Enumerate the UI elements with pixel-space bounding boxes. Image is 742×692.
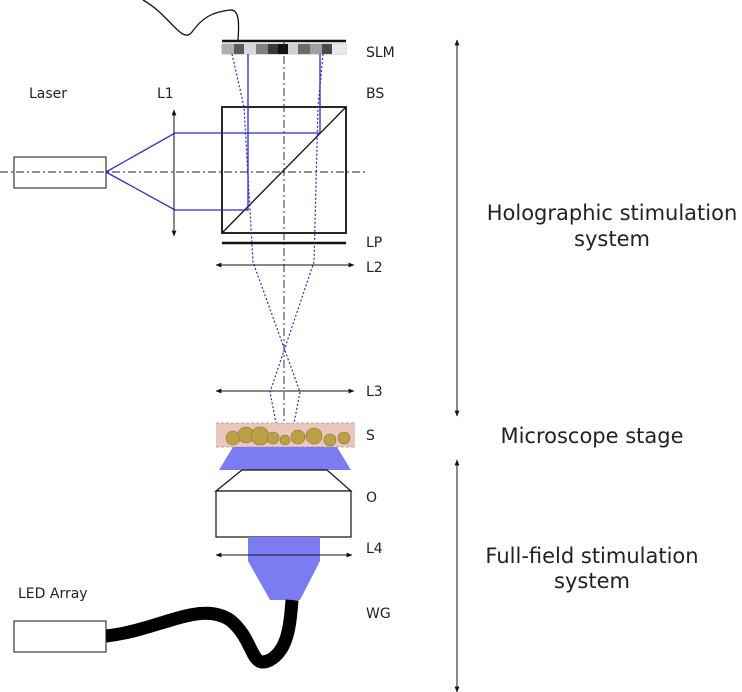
led-array — [13, 620, 107, 653]
modulated-beam — [231, 53, 324, 445]
waveguide-fiber — [105, 599, 299, 669]
slm-cable — [142, 0, 240, 41]
label-l1: L1 — [157, 86, 174, 102]
label-slm: SLM — [366, 45, 395, 61]
slm — [221, 39, 347, 55]
laser-beam — [105, 54, 321, 211]
label-bs: BS — [366, 86, 384, 102]
section-microscope: Microscope stage — [500, 424, 683, 448]
section-holographic-line1: Holographic stimulation — [487, 201, 738, 225]
label-l4: L4 — [366, 541, 383, 557]
label-l3: L3 — [366, 384, 383, 400]
label-lp: LP — [366, 235, 382, 251]
label-wg: WG — [366, 606, 391, 622]
objective — [214, 469, 353, 538]
section-holographic-line2: system — [574, 227, 650, 251]
section-fullfield-line2: system — [554, 569, 630, 593]
led-light-lower — [248, 537, 320, 600]
sample-stage — [216, 422, 355, 448]
section-fullfield-line1: Full-field stimulation — [485, 544, 698, 568]
label-o: O — [366, 490, 377, 506]
label-l2: L2 — [366, 260, 383, 276]
led-light-cone-top — [219, 447, 351, 470]
label-laser: Laser — [29, 86, 67, 102]
laser — [13, 156, 107, 189]
label-s: S — [366, 428, 375, 444]
label-led-array: LED Array — [18, 586, 88, 602]
